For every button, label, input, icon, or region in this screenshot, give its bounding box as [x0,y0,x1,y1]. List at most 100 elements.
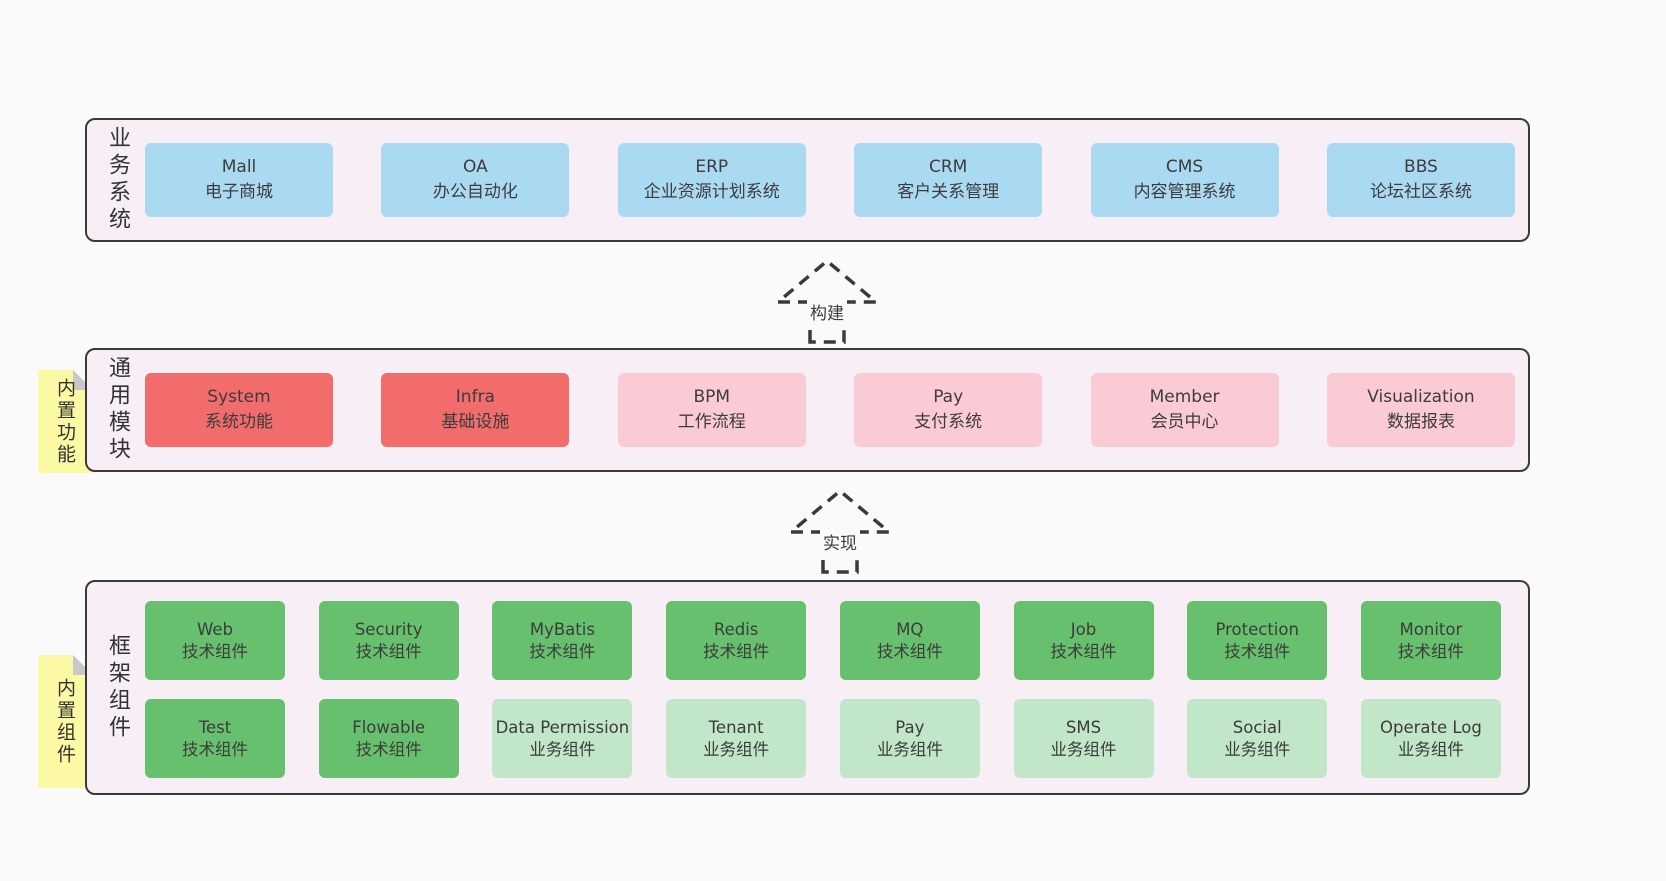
box-social: Social 业务组件 [1187,699,1328,778]
box-mybatis: MyBatis 技术组件 [492,601,633,680]
box-title: Job [1070,619,1097,639]
sticky-note-label: 内置组件 [54,677,76,766]
box-protection: Protection 技术组件 [1187,601,1328,680]
box-subtitle: 数据报表 [1386,412,1455,432]
box-flowable: Flowable 技术组件 [318,699,459,778]
box-title: Data Permission [495,717,630,737]
box-mq: MQ 技术组件 [839,601,980,680]
box-redis: Redis 技术组件 [666,601,807,680]
arrow-up-implement: 实现 [786,486,894,574]
box-title: Mall [221,157,257,178]
arrow-label: 实现 [820,528,860,555]
box-test: Test 技术组件 [145,699,285,778]
box-subtitle: 工作流程 [677,412,746,432]
box-subtitle: 技术组件 [355,739,422,759]
box-title: Member [1149,387,1220,408]
box-title: Infra [455,387,495,408]
box-title: Operate Log [1379,717,1482,737]
band-label: 通用模块 [105,356,130,464]
box-title: Social [1232,717,1282,737]
band-content: Mall 电子商城 OA 办公自动化 ERP 企业资源计划系统 CRM 客户关系… [145,120,1515,240]
box-subtitle: 技术组件 [1397,641,1464,661]
box-subtitle: 技术组件 [182,739,248,759]
box-subtitle: 技术组件 [876,641,943,661]
box-infra: Infra 基础设施 [381,373,570,447]
box-subtitle: 技术组件 [1224,641,1291,661]
band-framework-components: 框架组件 Web 技术组件 Security 技术组件 MyBatis 技术组件… [85,580,1530,795]
box-subtitle: 支付系统 [914,412,983,432]
box-monitor: Monitor 技术组件 [1360,601,1501,680]
box-subtitle: 技术组件 [1050,641,1117,661]
box-system: System 系统功能 [145,373,333,447]
box-subtitle: 内容管理系统 [1133,182,1236,202]
box-erp: ERP 企业资源计划系统 [617,143,806,217]
box-subtitle: 业务组件 [529,739,596,759]
box-sms: SMS 业务组件 [1013,699,1154,778]
box-subtitle: 业务组件 [1050,739,1117,759]
box-pay-component: Pay 业务组件 [839,699,980,778]
box-subtitle: 企业资源计划系统 [643,182,780,202]
box-title: Protection [1215,619,1299,639]
box-subtitle: 系统功能 [205,412,273,432]
arrow-up-build: 构建 [773,256,881,344]
box-pay-module: Pay 支付系统 [854,373,1043,447]
box-title: MyBatis [529,619,595,639]
box-subtitle: 业务组件 [1397,739,1464,759]
box-subtitle: 基础设施 [441,412,510,432]
band-common-modules: 通用模块 System 系统功能 Infra 基础设施 BPM 工作流程 Pay… [85,348,1530,472]
box-security: Security 技术组件 [318,601,459,680]
box-title: OA [463,157,488,178]
box-title: ERP [695,157,729,178]
band-label: 框架组件 [105,633,130,742]
box-bpm: BPM 工作流程 [617,373,806,447]
box-subtitle: 电子商城 [205,182,273,202]
box-subtitle: 业务组件 [1224,739,1291,759]
box-subtitle: 办公自动化 [432,182,518,202]
box-title: BBS [1404,157,1438,178]
arrow-label: 构建 [807,298,847,325]
box-title: CRM [928,157,968,178]
box-title: BPM [693,387,731,408]
box-subtitle: 技术组件 [529,641,596,661]
framework-row-business: Test 技术组件 Flowable 技术组件 Data Permission … [145,699,1501,778]
box-title: Monitor [1399,619,1463,639]
box-title: MQ [896,619,924,639]
box-subtitle: 技术组件 [703,641,770,661]
box-subtitle: 技术组件 [182,641,248,661]
box-data-permission: Data Permission 业务组件 [492,699,633,778]
box-title: Visualization [1367,387,1475,408]
box-cms: CMS 内容管理系统 [1090,143,1279,217]
box-title: Security [354,619,423,639]
box-job: Job 技术组件 [1013,601,1154,680]
box-subtitle: 业务组件 [703,739,770,759]
box-title: Web [197,619,233,639]
box-title: Flowable [352,717,426,737]
box-title: Pay [933,387,964,408]
box-title: System [207,387,271,408]
box-title: CMS [1165,157,1204,178]
box-subtitle: 业务组件 [876,739,943,759]
band-label: 业务系统 [105,126,130,234]
box-subtitle: 客户关系管理 [897,182,1000,202]
box-subtitle: 论坛社区系统 [1369,182,1472,202]
box-web: Web 技术组件 [145,601,285,680]
box-subtitle: 会员中心 [1150,412,1219,432]
box-title: Tenant [708,717,764,737]
dashed-up-arrow-icon [786,488,894,574]
box-visualization: Visualization 数据报表 [1326,373,1515,447]
box-oa: OA 办公自动化 [381,143,570,217]
box-mall: Mall 电子商城 [145,143,333,217]
box-title: Pay [895,717,925,737]
box-member: Member 会员中心 [1090,373,1279,447]
dashed-up-arrow-icon [773,258,881,344]
box-subtitle: 技术组件 [355,641,422,661]
box-title: Redis [713,619,759,639]
box-bbs: BBS 论坛社区系统 [1326,143,1515,217]
box-title: SMS [1065,717,1102,737]
band-content: System 系统功能 Infra 基础设施 BPM 工作流程 Pay 支付系统… [145,350,1515,470]
band-business-systems: 业务系统 Mall 电子商城 OA 办公自动化 ERP 企业资源计划系统 CRM… [85,118,1530,242]
box-title: Test [198,717,232,737]
box-crm: CRM 客户关系管理 [854,143,1043,217]
framework-row-tech: Web 技术组件 Security 技术组件 MyBatis 技术组件 Redi… [145,601,1501,680]
sticky-note-label: 内置功能 [54,377,76,466]
